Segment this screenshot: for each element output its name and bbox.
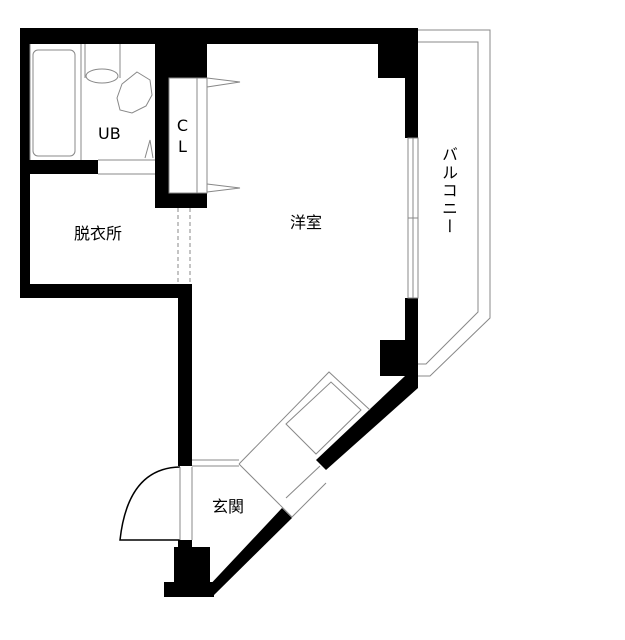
walls bbox=[20, 28, 418, 597]
label-balcony: バルコニー bbox=[439, 146, 458, 236]
kitchen-counter bbox=[192, 371, 371, 518]
label-dressing-room: 脱衣所 bbox=[74, 224, 123, 243]
dressing-opening bbox=[177, 208, 191, 284]
label-entrance: 玄関 bbox=[212, 497, 245, 516]
label-western-room: 洋室 bbox=[290, 213, 323, 232]
window-right bbox=[407, 137, 419, 299]
closet-fixture bbox=[168, 77, 241, 194]
balcony-outline bbox=[418, 29, 491, 377]
label-unit-bath: UB bbox=[98, 124, 121, 143]
label-closet: CL bbox=[173, 116, 192, 158]
unit-bath-fixtures bbox=[29, 44, 155, 175]
entrance-door bbox=[119, 466, 181, 541]
